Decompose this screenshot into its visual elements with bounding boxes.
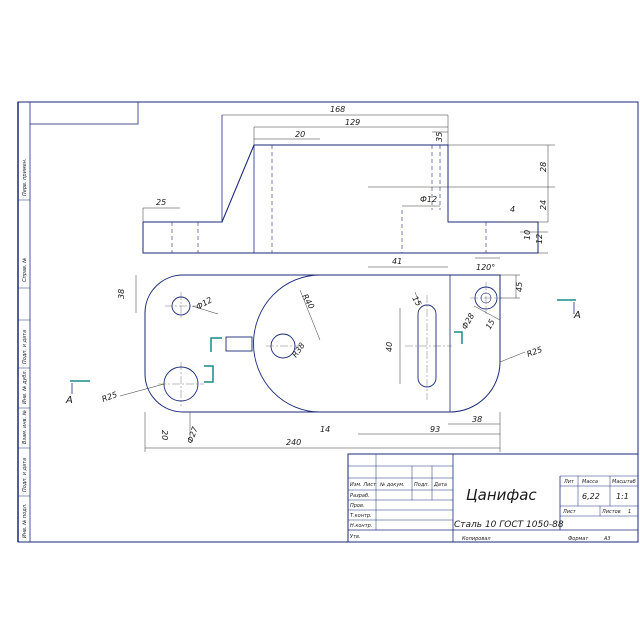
section-marks [70, 299, 576, 383]
stamp-podp-data-2: Подп. и дата [22, 458, 28, 492]
dim-r38: R38 [290, 341, 306, 359]
tb-col-lit: Лит [563, 479, 575, 485]
tb-podp: Подп. [414, 482, 429, 488]
dim-12: 12 [535, 234, 544, 244]
front-view-dim-lines [119, 257, 526, 452]
title-block-text: Изм. Лист Разраб. Пров. Т.контр. Н.контр… [350, 479, 636, 542]
dim-15-slot: 15 [410, 295, 423, 308]
stamp-inv-podl: Инв. № подл. [22, 504, 28, 539]
tb-mass-value: 6,22 [582, 492, 600, 501]
dim-20: 20 [295, 130, 305, 139]
dim-129: 129 [345, 118, 360, 127]
dim-41: 41 [392, 257, 402, 266]
tb-ndokum: № докум. [379, 482, 405, 488]
stamp-inv-dubl: Инв. № дубл. [22, 370, 28, 404]
top-view-outline [142, 144, 539, 254]
top-view: 168 129 20 35 25 28 24 Ф12 4 10 12 [142, 105, 555, 254]
side-stamp-strip: Перв. примен. Справ. № Подп. и дата Инв.… [18, 124, 31, 542]
tb-prov: Пров. [350, 503, 365, 509]
tb-nkontr: Н.контр. [350, 523, 372, 529]
dim-40-slot: 40 [385, 342, 394, 352]
dim-14: 14 [320, 425, 330, 434]
tb-format-value: A3 [603, 536, 611, 542]
tb-copied: Копировал [462, 536, 491, 542]
dim-10: 10 [523, 230, 532, 240]
tb-col-scale: Масштаб [612, 479, 636, 485]
title-block [347, 453, 639, 543]
dim-d12-top: Ф12 [420, 195, 437, 204]
tb-izm-list: Изм. Лист [350, 482, 377, 488]
tb-tkontr: Т.контр. [350, 513, 372, 519]
stamp-sprav: Справ. № [22, 258, 28, 282]
dim-20-left: 20 [160, 430, 169, 440]
tb-utv: Утв. [350, 534, 361, 540]
tb-scale-value: 1:1 [616, 492, 629, 501]
section-label-left: А [65, 395, 73, 406]
tb-listov-count: 1 [628, 509, 631, 515]
dim-93: 93 [430, 425, 440, 434]
tb-listov: Листов [601, 509, 621, 515]
big-arc [253, 274, 321, 413]
material: Сталь 10 ГОСТ 1050-88 [454, 520, 564, 530]
dim-45: 45 [515, 282, 524, 292]
section-label-right: А [573, 310, 581, 321]
stamp-perv-primen: Перв. примен. [22, 158, 28, 196]
top-view-dim-lines [142, 114, 555, 254]
dim-120-angle: 120° [476, 263, 495, 272]
dim-d28: Ф28 [460, 312, 476, 331]
dim-38-corner: 38 [117, 289, 126, 299]
dim-r25-left: R25 [101, 390, 119, 404]
top-view-hidden-lines [171, 145, 487, 253]
tab [225, 336, 253, 352]
tb-list: Лист [562, 509, 577, 515]
dim-15-right: 15 [484, 318, 497, 331]
tb-razrab: Разраб. [350, 493, 370, 499]
part-name: Цанифас [466, 486, 537, 504]
top-left-box [29, 101, 139, 125]
dim-35: 35 [435, 132, 444, 142]
dim-d27: Ф27 [185, 425, 200, 445]
tb-data: Дата [433, 482, 447, 488]
stamp-podp-data-1: Подп. и дата [22, 330, 28, 364]
dim-24: 24 [539, 200, 548, 210]
dim-25: 25 [156, 198, 166, 207]
dim-28: 28 [539, 162, 548, 172]
tb-format: Формат [568, 536, 589, 542]
sheet-frame [17, 101, 639, 543]
center-lines [158, 282, 502, 406]
dim-4: 4 [510, 205, 515, 214]
dim-r40: R40 [300, 293, 316, 311]
dim-38-right: 38 [472, 415, 482, 424]
tb-col-mass: Масса [582, 479, 598, 485]
dim-240: 240 [286, 438, 301, 447]
front-view: А А 38 Ф12 R40 R38 [65, 257, 581, 452]
front-view-outline [144, 274, 501, 413]
dim-r25-right: R25 [526, 345, 544, 359]
stamp-vzam-inv: Взам. инв. № [22, 410, 28, 444]
dim-d12-hole: Ф12 [195, 295, 214, 311]
dim-168: 168 [330, 105, 345, 114]
